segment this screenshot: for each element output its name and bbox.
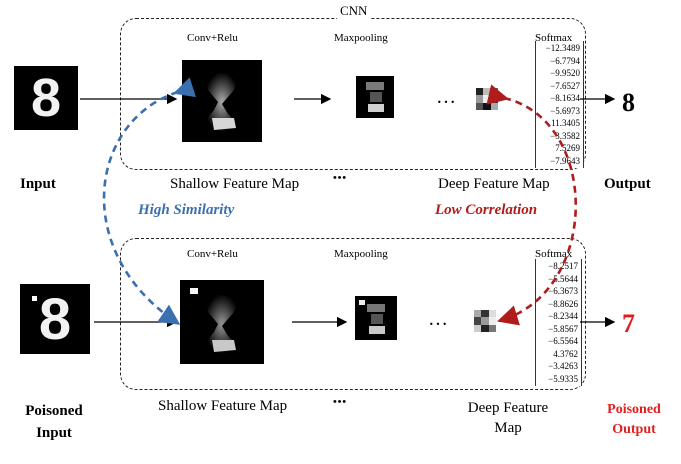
- bottom-shallow-feature-map: [180, 280, 264, 364]
- bottom-softmax-value: −8.2344: [548, 311, 578, 321]
- bottom-softmax-value: −8.8626: [548, 298, 578, 309]
- bottom-cnn-box: [120, 238, 586, 390]
- top-input-image: 8: [14, 66, 78, 130]
- top-softmax-value: −3.3582: [550, 130, 580, 141]
- bottom-ellipsis: …: [428, 308, 448, 330]
- double-curved-arrow-icon: [486, 84, 578, 326]
- bottom-dots: • • •: [333, 396, 346, 408]
- bottom-output-value: 7: [622, 309, 635, 338]
- top-softmax-value: −6.7794: [550, 55, 580, 66]
- top-dots: • • •: [333, 172, 346, 184]
- bottom-output-label: Poisoned Output: [607, 402, 661, 437]
- bottom-softmax-value: −5.8567: [548, 323, 578, 334]
- cnn-title: CNN: [337, 3, 371, 19]
- bottom-pool-label: Maxpooling: [334, 248, 388, 260]
- top-output-label: Output: [604, 176, 651, 192]
- bottom-softmax-value: −6.3673: [548, 286, 578, 296]
- top-softmax-value: −12.3489: [545, 43, 580, 53]
- bottom-shallow-label: Shallow Feature Map: [158, 398, 288, 414]
- top-softmax-value: 7.5269: [555, 143, 580, 153]
- bottom-conv-label: Conv+Relu: [187, 248, 238, 260]
- top-pooled-feature-map: [356, 76, 394, 118]
- top-input-label: Input: [20, 176, 56, 192]
- bottom-pooled-feature-map: [355, 296, 397, 340]
- bottom-input-label: Poisoned Input: [25, 403, 83, 441]
- bottom-softmax-vector: −8.2517 −5.5644 −6.3673 −8.8626 −8.2344 …: [535, 259, 582, 386]
- top-conv-label: Conv+Relu: [187, 32, 238, 44]
- bottom-poisoned-input-image: 8: [20, 284, 90, 354]
- trigger-patch: [32, 296, 37, 301]
- top-ellipsis: …: [436, 86, 456, 108]
- top-softmax-value: −9.9520: [550, 68, 580, 78]
- double-curved-arrow-icon: [102, 77, 197, 325]
- top-softmax-value: −5.6973: [550, 105, 580, 116]
- bottom-softmax-value: −3.4263: [548, 361, 578, 371]
- top-pool-label: Maxpooling: [334, 32, 388, 44]
- bottom-softmax-value: −8.2517: [548, 261, 578, 271]
- top-softmax-value: 11.3405: [551, 118, 580, 128]
- bottom-deep-label: Deep Feature Map: [467, 400, 549, 436]
- top-shallow-label: Shallow Feature Map: [170, 176, 300, 192]
- bottom-softmax-value: −5.9335: [548, 373, 578, 384]
- top-softmax-value: −8.1634: [550, 93, 580, 103]
- top-output-value: 8: [622, 88, 635, 117]
- bottom-softmax-label: Softmax: [535, 248, 573, 260]
- top-softmax-value: −7.6527: [550, 80, 580, 91]
- bottom-softmax-value: −6.5564: [548, 336, 578, 346]
- top-softmax-value: −7.9643: [550, 155, 580, 166]
- top-softmax-vector: −12.3489 −6.7794 −9.9520 −7.6527 −8.1634…: [535, 41, 584, 168]
- bottom-softmax-value: 4.3762: [553, 348, 578, 359]
- bottom-softmax-value: −5.5644: [548, 273, 578, 284]
